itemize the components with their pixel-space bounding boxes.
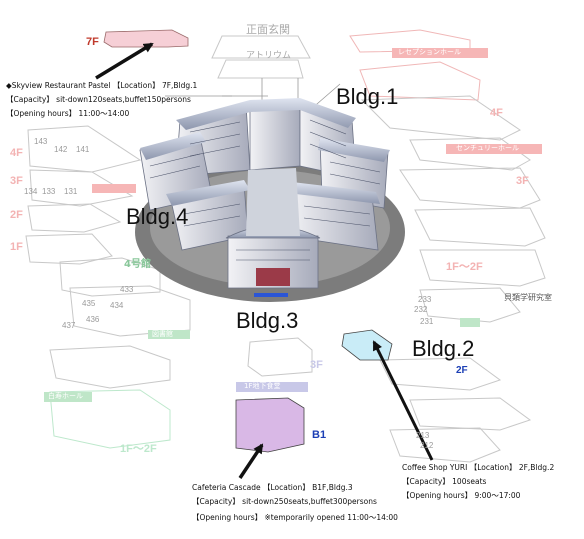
skyview-name: ◆Skyview Restaurant Pastel 【Location】 7F… <box>6 81 198 90</box>
room-233: 233 <box>418 295 432 304</box>
floor-2f-bldg2: 2F <box>456 365 468 376</box>
library-tag: 図書館 <box>152 330 173 338</box>
coffee-floor-shape <box>341 329 393 361</box>
room-232: 232 <box>414 305 428 314</box>
faint-tags <box>44 48 542 402</box>
central-building <box>135 98 405 302</box>
room-131: 131 <box>64 187 78 196</box>
room-141: 141 <box>76 145 90 154</box>
cafeteria-arrow <box>238 443 264 479</box>
floor-3f-bldg3: 3F <box>310 359 323 371</box>
room-436: 436 <box>86 315 100 324</box>
coffee-arrow <box>372 340 434 461</box>
coffee-capacity: 【Capacity】 100seats <box>402 477 487 486</box>
skyview-floor-shape <box>103 29 189 48</box>
floor-7f: 7F <box>86 36 99 48</box>
skyview-capacity: 【Capacity】 sit-down120seats,buffet150per… <box>6 95 191 104</box>
main-entrance-label: 正面玄関 <box>246 23 290 36</box>
room-213: 213 <box>416 431 430 440</box>
coffee-name: Coffee Shop YURI 【Location】 2F,Bldg.2 <box>402 463 555 472</box>
cafeteria-capacity: 【Capacity】 sit-down250seats,buffet300per… <box>192 497 377 506</box>
hakuju-hall-tag: 白寿ホール <box>48 392 83 400</box>
atrium-label: アトリウム <box>246 51 292 61</box>
bldg1-label: Bldg.1 <box>336 84 399 109</box>
room-133: 133 <box>42 187 56 196</box>
bldg4-tag: 4号館 <box>124 259 151 270</box>
room-231: 231 <box>420 317 434 326</box>
room-434: 434 <box>110 301 124 310</box>
floor-4f-right: 4F <box>490 107 503 119</box>
cafeteria-name: Cafeteria Cascade 【Location】 B1F,Bldg.3 <box>192 483 353 492</box>
room-435: 435 <box>82 299 96 308</box>
floor-3f-left: 3F <box>10 175 23 187</box>
floor-b1: B1 <box>312 429 327 441</box>
room-143: 143 <box>34 137 48 146</box>
skyview-hours: 【Opening hours】 11:00～14:00 <box>6 109 130 118</box>
floor-4f-left: 4F <box>10 147 23 159</box>
bldg2-label: Bldg.2 <box>412 336 475 361</box>
cafeteria-hours: 【Opening hours】 ※temporarily opened 11:0… <box>192 513 398 522</box>
bldg3-basement-tag: 1F地下食堂 <box>244 382 281 390</box>
room-437: 437 <box>62 321 76 330</box>
floor-2f-left: 2F <box>10 209 23 221</box>
room-142: 142 <box>54 145 68 154</box>
bldg3-label: Bldg.3 <box>236 308 299 333</box>
room-134: 134 <box>24 187 38 196</box>
floor-3f-right: 3F <box>516 175 529 187</box>
cafeteria-floor-shape <box>235 397 305 453</box>
bldg4-label: Bldg.4 <box>126 204 189 229</box>
skyview-arrow <box>95 42 154 80</box>
museum-label: 貝類学研究室 <box>504 293 552 302</box>
floor-1-2f-right: 1F～2F <box>446 261 483 273</box>
faint-floor-plans <box>25 29 546 463</box>
coffee-hours: 【Opening hours】 9:00～17:00 <box>402 491 521 500</box>
floor-1-2f-left: 1F～2F <box>120 443 157 455</box>
century-hall-tag: センチュリーホール <box>456 144 519 152</box>
reception-hall-tag: レセプションホール <box>398 48 461 56</box>
room-433: 433 <box>120 285 134 294</box>
floor-1f-left: 1F <box>10 241 23 253</box>
room-212: 212 <box>420 441 434 450</box>
